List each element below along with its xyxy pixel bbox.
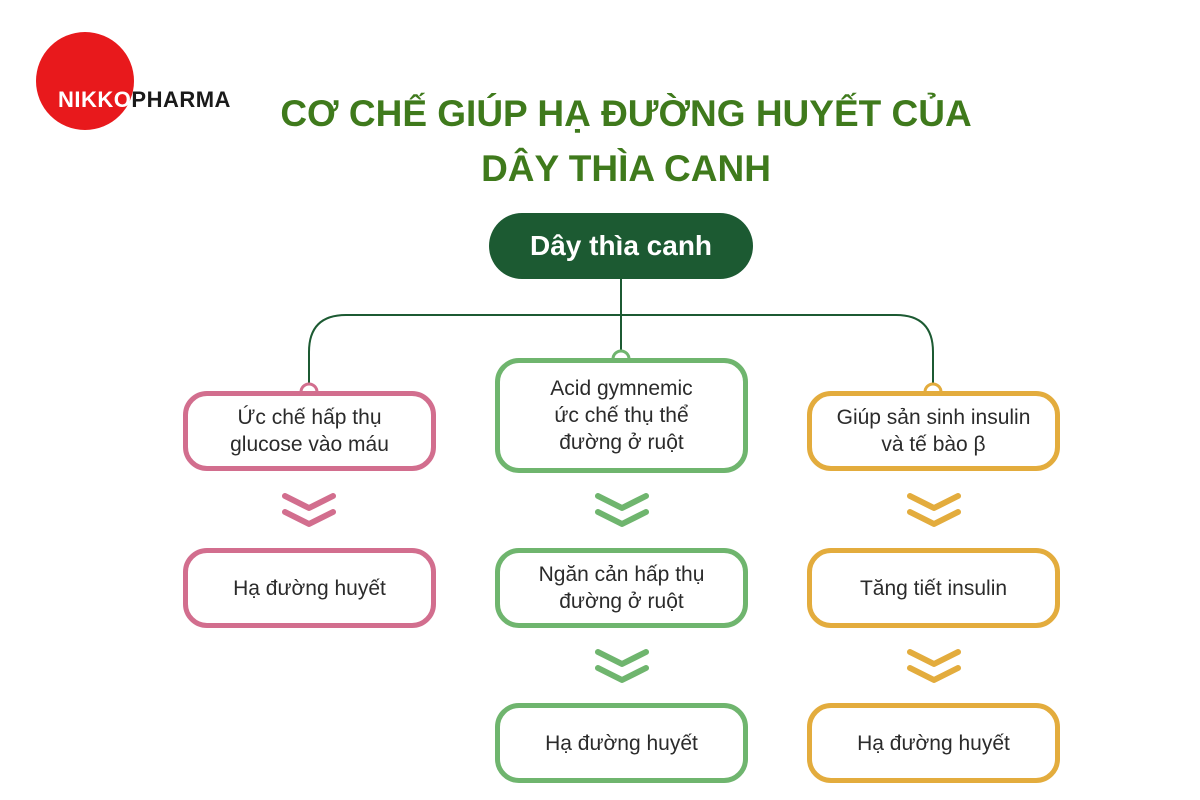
orange-chevron-down-icon-1 <box>907 493 961 527</box>
pink-chevron-down-icon <box>282 493 336 527</box>
title-line-2: DÂY THÌA CANH <box>481 148 771 189</box>
green-node-3: Hạ đường huyết <box>495 703 748 783</box>
title-line-1: CƠ CHẾ GIÚP HẠ ĐƯỜNG HUYẾT CỦA <box>280 93 972 134</box>
orange-node-1: Giúp sản sinh insulin và tế bào β <box>807 391 1060 471</box>
green-chevron-down-icon-1 <box>595 493 649 527</box>
green-chevron-down-icon-2 <box>595 649 649 683</box>
pink-node-1: Ức chế hấp thụ glucose vào máu <box>183 391 436 471</box>
logo-text-nikko: NIKKO <box>58 87 132 112</box>
logo-circle <box>36 32 134 130</box>
root-node: Dây thìa canh <box>489 213 753 279</box>
orange-node-2: Tăng tiết insulin <box>807 548 1060 628</box>
green-node-2: Ngăn cản hấp thụ đường ở ruột <box>495 548 748 628</box>
logo-text: NIKKOPHARMA <box>58 88 231 112</box>
orange-node-3: Hạ đường huyết <box>807 703 1060 783</box>
green-node-1: Acid gymnemic ức chế thụ thể đường ở ruộ… <box>495 358 748 473</box>
orange-chevron-down-icon-2 <box>907 649 961 683</box>
pink-node-2: Hạ đường huyết <box>183 548 436 628</box>
branch-connector <box>308 314 934 384</box>
page-title: CƠ CHẾ GIÚP HẠ ĐƯỜNG HUYẾT CỦA DÂY THÌA … <box>200 86 1052 196</box>
nikko-pharma-logo: NIKKOPHARMA <box>36 32 236 132</box>
logo-text-pharma: PHARMA <box>131 87 231 112</box>
